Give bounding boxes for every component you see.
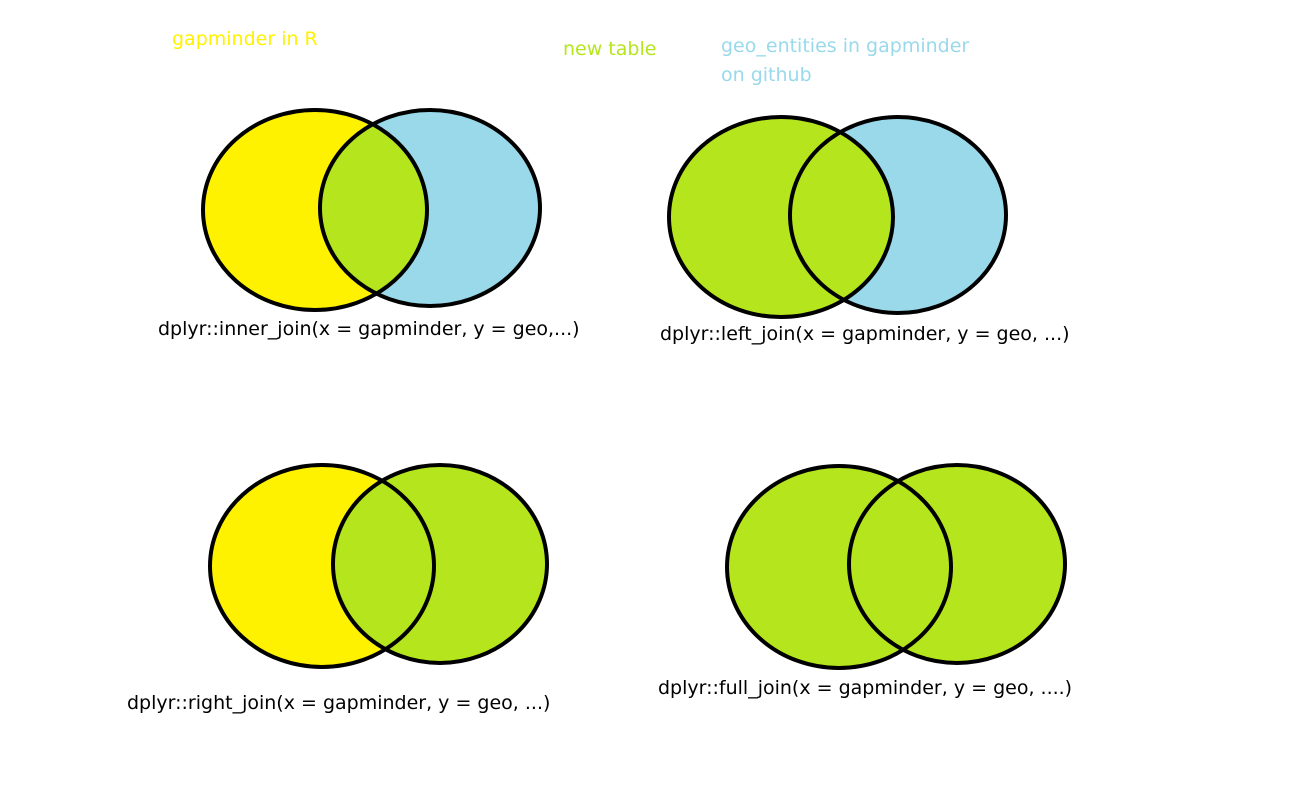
- venn-left-join-right-outline: [788, 115, 1008, 315]
- legend-geo-entities: geo_entities in gapminder on github: [721, 32, 969, 90]
- venn-full-join: [725, 463, 1067, 670]
- venn-right-join: [208, 463, 549, 669]
- venn-right-join-right-outline: [331, 463, 549, 665]
- venn-inner-join-overlap-region: [320, 110, 427, 306]
- venn-right-join-left-outline: [208, 463, 436, 669]
- caption-right-join: dplyr::right_join(x = gapminder, y = geo…: [127, 692, 551, 714]
- venn-left-join-left-outline: [667, 115, 895, 319]
- venn-inner-join: [201, 108, 542, 312]
- caption-inner-join: dplyr::inner_join(x = gapminder, y = geo…: [158, 318, 580, 340]
- legend-gapminder-in-r: gapminder in R: [172, 28, 318, 50]
- venn-full-join-left-outline: [725, 464, 953, 670]
- caption-left-join: dplyr::left_join(x = gapminder, y = geo,…: [660, 323, 1070, 345]
- legend-new-table: new table: [563, 38, 657, 60]
- legend-geo-entities-line2: on github: [721, 64, 812, 86]
- legend-geo-entities-line1: geo_entities in gapminder: [721, 35, 970, 57]
- venn-full-join-right-outline: [847, 463, 1067, 665]
- venn-inner-join-left-outline: [201, 108, 429, 312]
- venn-inner-join-right-outline: [318, 108, 542, 308]
- venn-left-join-overlap-region: [790, 117, 893, 313]
- venn-right-join-overlap-region: [333, 465, 434, 663]
- venn-left-join: [667, 115, 1008, 319]
- caption-full-join: dplyr::full_join(x = gapminder, y = geo,…: [658, 677, 1073, 699]
- venn-full-join-overlap-region: [849, 466, 951, 663]
